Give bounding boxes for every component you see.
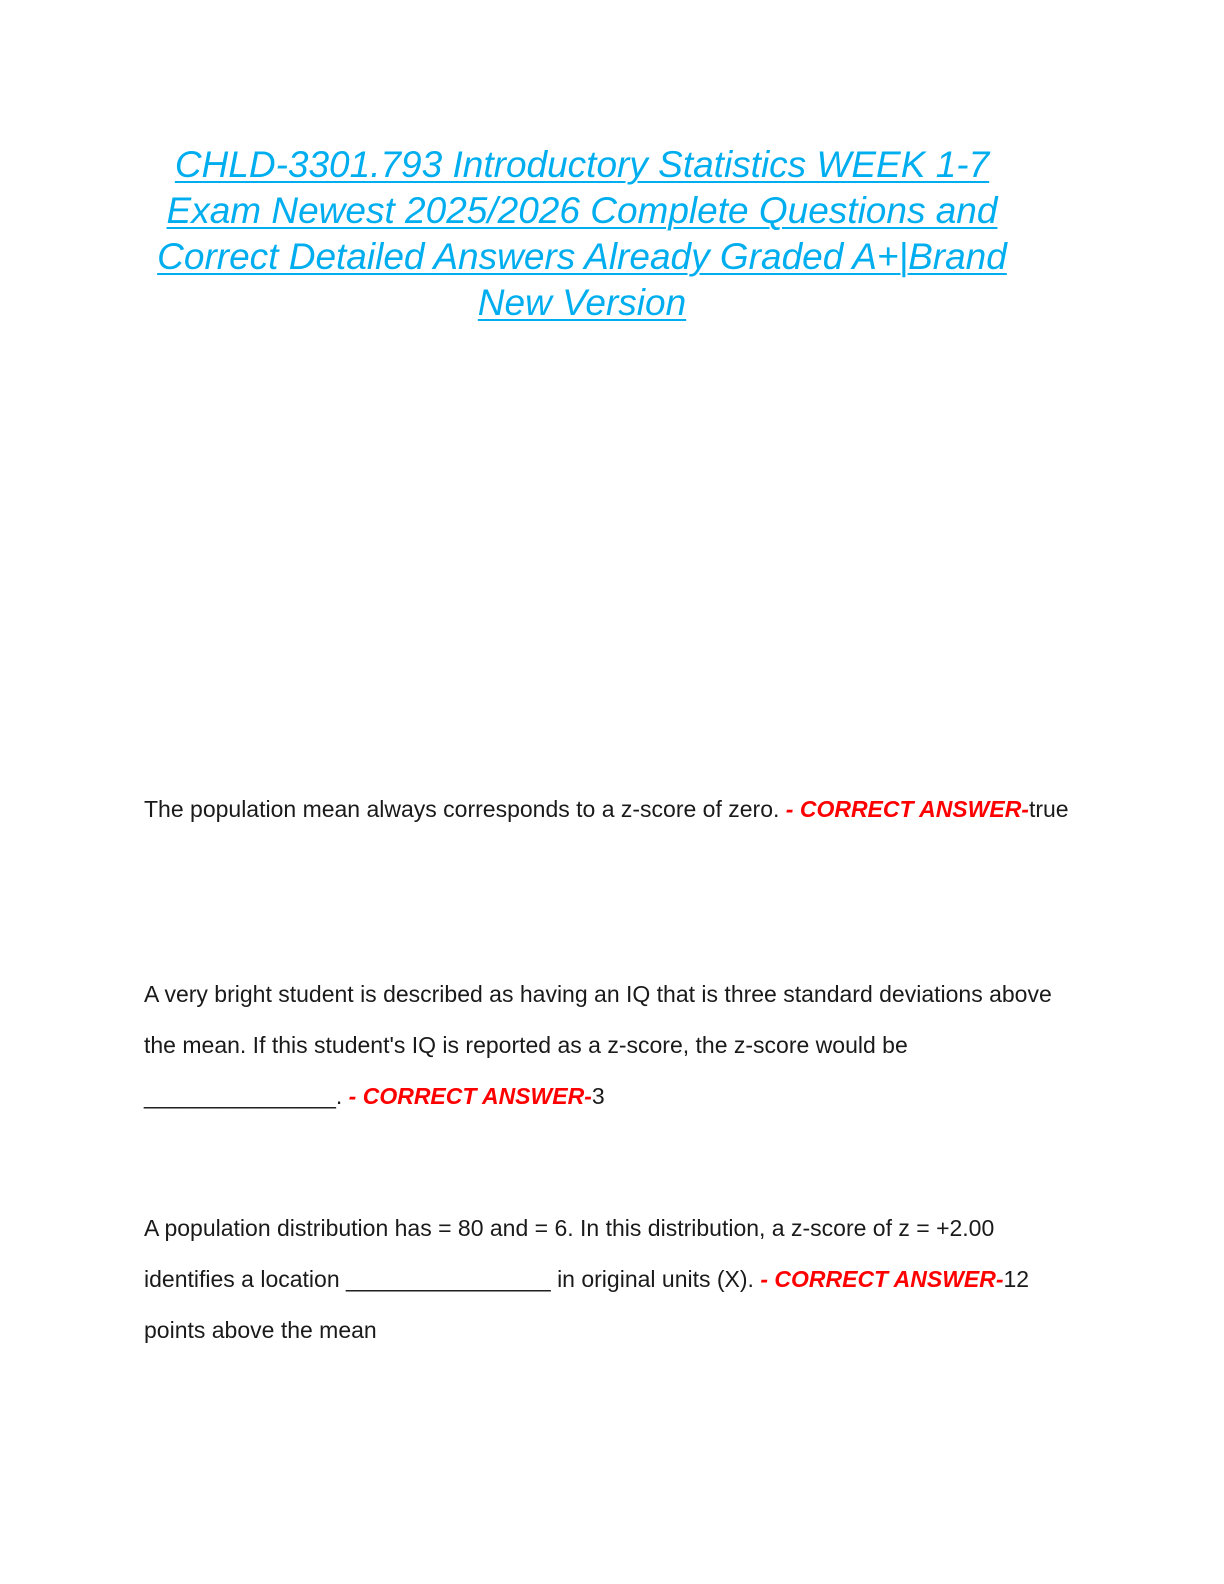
answer-text: 3 bbox=[591, 1083, 605, 1109]
document-title-link[interactable]: CHLD-3301.793 Introductory Statistics WE… bbox=[157, 144, 1007, 323]
correct-answer-label: - CORRECT ANSWER- bbox=[760, 1266, 1004, 1292]
correct-answer-label: - CORRECT ANSWER- bbox=[785, 796, 1029, 822]
answer-text: true bbox=[1028, 796, 1069, 822]
answer-text: 12 points above the mean bbox=[144, 1266, 1030, 1343]
question-text: A population distribution has = 80 and =… bbox=[144, 1215, 995, 1292]
correct-answer-label: - CORRECT ANSWER- bbox=[348, 1083, 592, 1109]
question-block: A very bright student is described as ha… bbox=[144, 969, 1084, 1122]
question-block: A population distribution has = 80 and =… bbox=[144, 1203, 1084, 1356]
question-block: The population mean always corresponds t… bbox=[144, 784, 1084, 835]
question-text: The population mean always corresponds t… bbox=[144, 796, 780, 822]
question-text: A very bright student is described as ha… bbox=[144, 981, 1052, 1109]
